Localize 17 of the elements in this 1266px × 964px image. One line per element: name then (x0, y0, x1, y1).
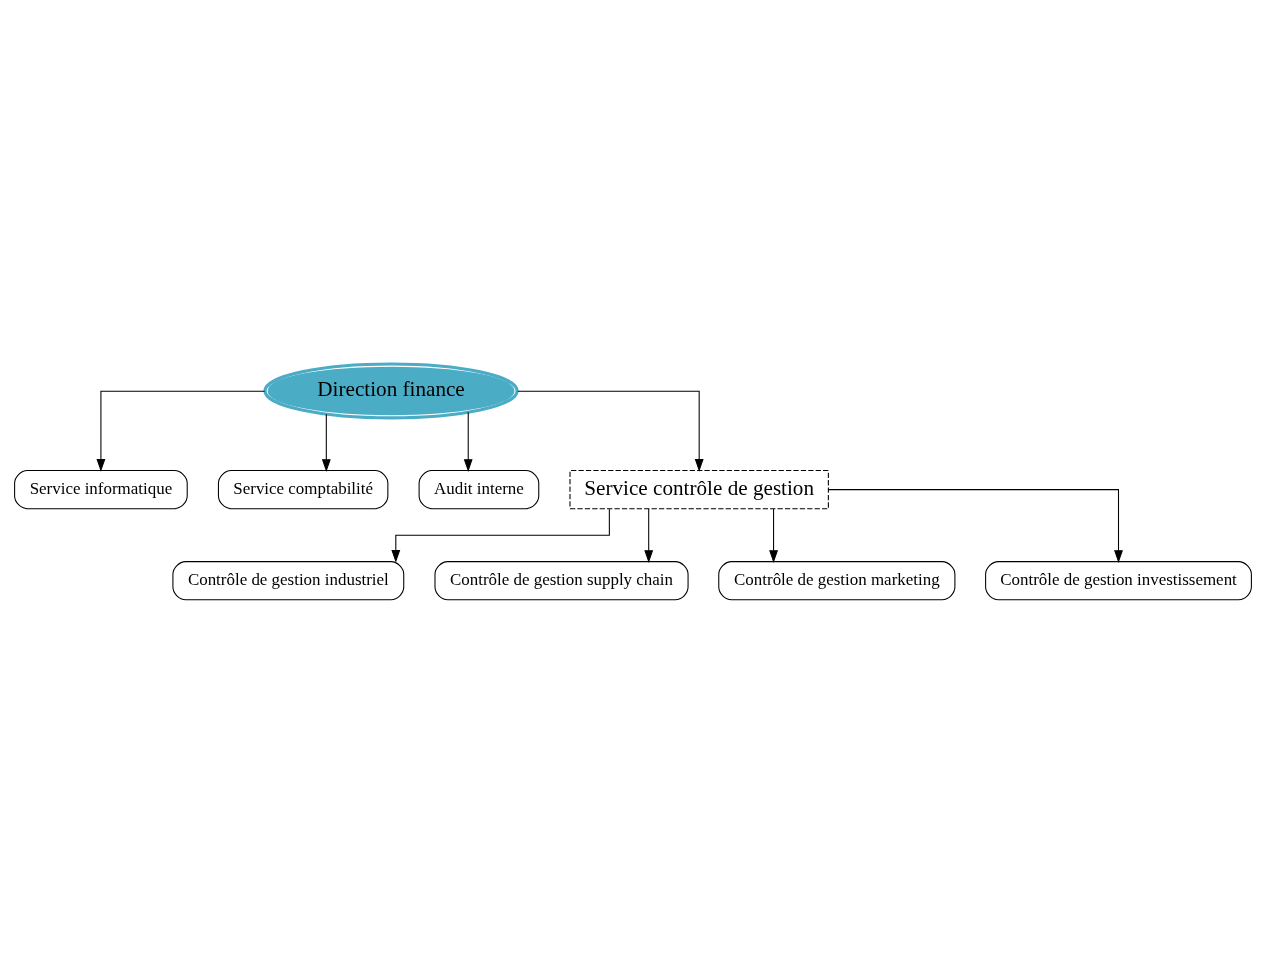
node-box: Contrôle de gestion marketing (718, 561, 956, 601)
arrow (517, 390, 704, 472)
node-box: Service comptabilité (217, 470, 389, 510)
arrow (391, 508, 610, 563)
node-box: Contrôle de gestion supply chain (434, 561, 689, 601)
node-box: Service contrôle de gestion (569, 470, 829, 510)
arrow (644, 508, 654, 564)
arrow (827, 489, 1123, 563)
arrow (769, 508, 778, 564)
node-box: Service informatique (14, 470, 188, 510)
node-ellipse: Direction finance (263, 362, 519, 420)
node-box: Audit interne (418, 470, 540, 510)
arrow (463, 411, 473, 472)
node-box: Contrôle de gestion industriel (172, 561, 405, 601)
arrow (96, 390, 266, 472)
arrow (321, 413, 331, 472)
node-box: Contrôle de gestion investissement (985, 561, 1252, 601)
